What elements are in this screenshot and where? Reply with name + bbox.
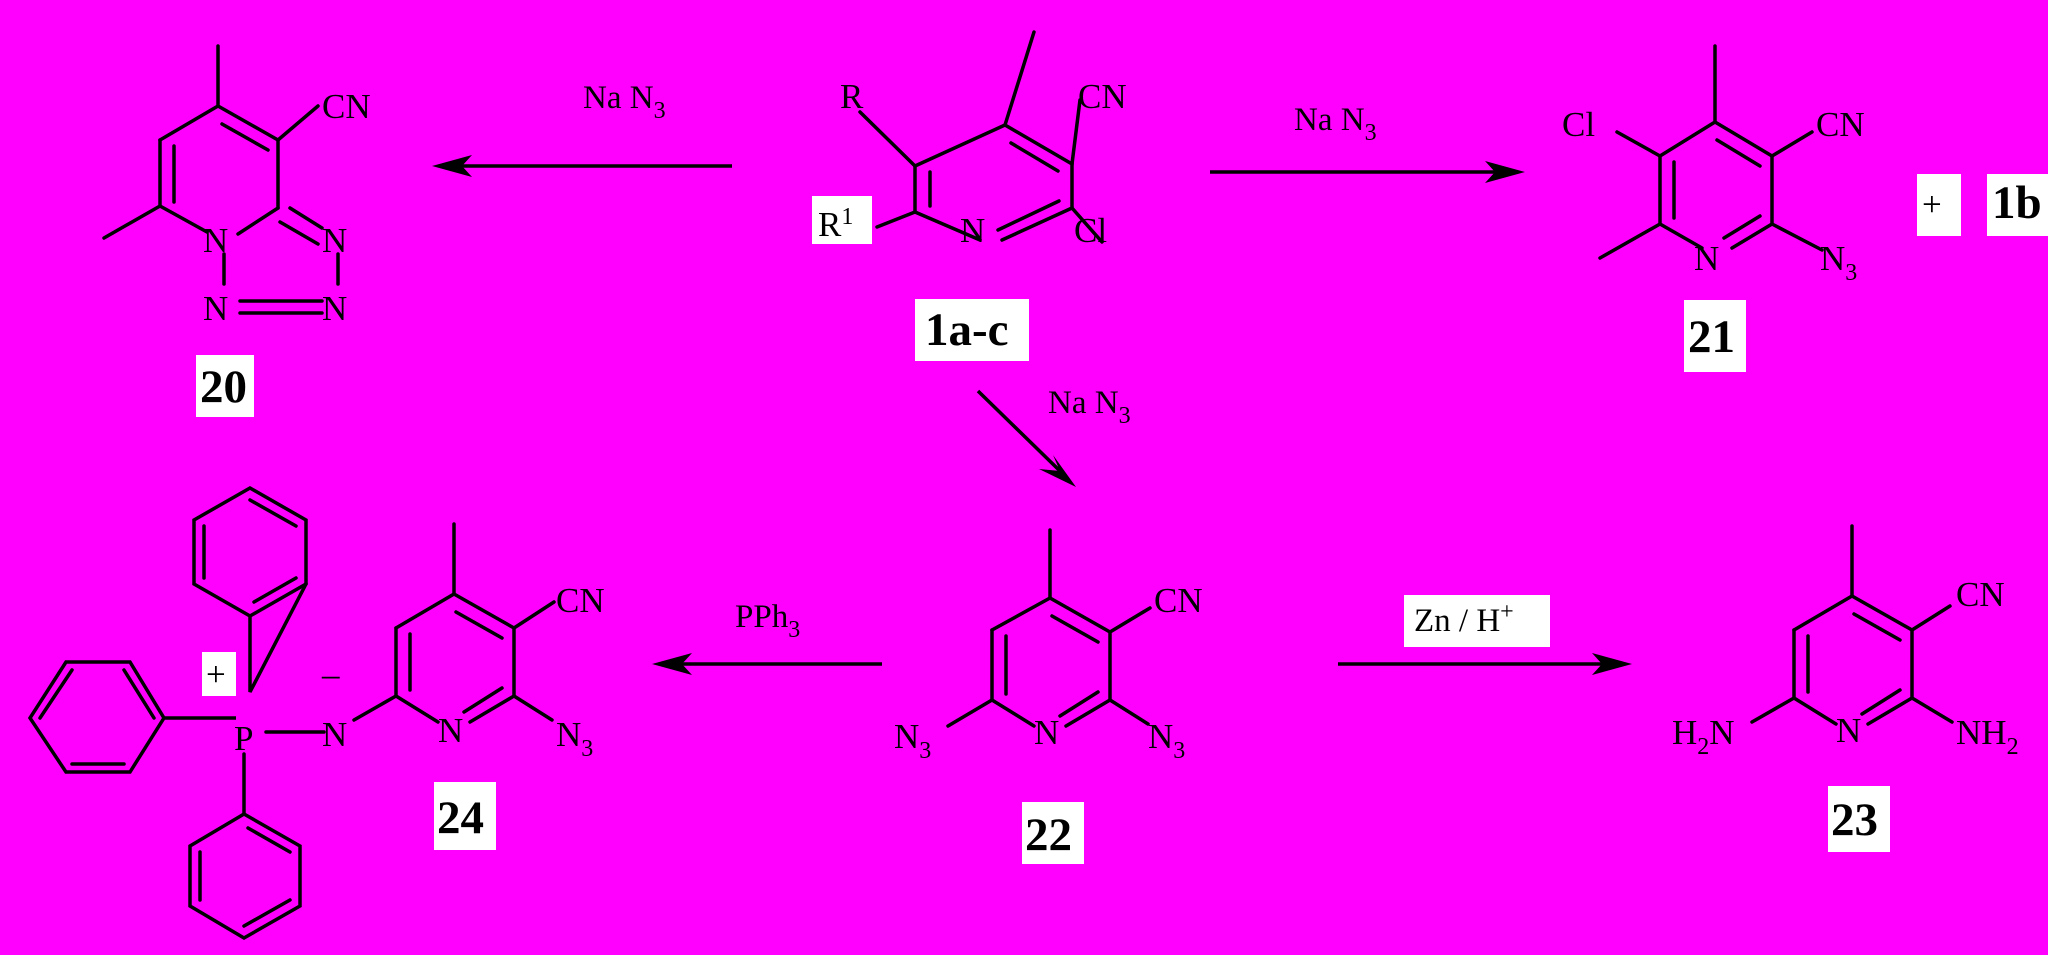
c20-n4: N xyxy=(322,289,347,328)
c20-label: 20 xyxy=(200,361,247,413)
c24-label-box xyxy=(434,782,496,850)
c1-n: N xyxy=(960,211,985,250)
c23-h2n: H2N xyxy=(1672,713,1735,760)
c22-n: N xyxy=(1034,713,1059,752)
plus-box xyxy=(1917,174,1961,236)
arrow-22-to-23 xyxy=(1338,653,1632,675)
c1-cn: CN xyxy=(1078,77,1127,116)
c22-n3-right: N3 xyxy=(1148,717,1185,764)
c24-cn: CN xyxy=(556,581,605,620)
c24-n3: N3 xyxy=(556,715,593,762)
reagent-nan3-down: Na N3 xyxy=(1048,385,1131,429)
reagent-pph3: PPh3 xyxy=(735,599,800,643)
c23-label-box xyxy=(1828,786,1890,852)
c20-n2: N xyxy=(322,221,347,260)
arrow-1-to-20 xyxy=(432,155,732,177)
c22-label: 22 xyxy=(1025,809,1072,861)
c24-label: 24 xyxy=(437,792,484,844)
c1-label-box xyxy=(915,299,1029,361)
reagent-nan3-left: Na N3 xyxy=(583,80,666,124)
compound-21: CN Cl N N3 21 + 1b xyxy=(1562,44,2048,372)
c23-label: 23 xyxy=(1831,794,1878,846)
compound-24: P N N CN N3 + – 24 xyxy=(27,485,605,941)
c24-n-ring: N xyxy=(438,711,463,750)
c1-r1-box xyxy=(812,196,872,244)
compound-22: CN N N3 N3 22 xyxy=(894,528,1203,864)
c20-cn: CN xyxy=(322,87,371,126)
c24-minus: – xyxy=(321,655,340,694)
c1-label: 1a-c xyxy=(925,304,1009,356)
c1-r: R xyxy=(840,77,864,116)
c24-plus-box xyxy=(202,652,236,696)
c21-n3: N3 xyxy=(1820,239,1857,286)
c1b-label: 1b xyxy=(1992,177,2042,229)
c20-n1: N xyxy=(203,221,228,260)
c20-n3: N xyxy=(203,289,228,328)
plus-sign: + xyxy=(1922,185,1942,224)
c23-n: N xyxy=(1836,711,1861,750)
reagent-zn-h: Zn / H+ xyxy=(1414,599,1514,639)
c23-cn: CN xyxy=(1956,575,2005,614)
c1-r1: R1 xyxy=(818,204,853,244)
c24-n-imine: N xyxy=(322,715,347,754)
c21-cn: CN xyxy=(1816,105,1865,144)
c20-label-box xyxy=(196,355,254,417)
arrow-1-to-22 xyxy=(976,389,1076,487)
c21-n: N xyxy=(1694,239,1719,278)
c21-cl: Cl xyxy=(1562,105,1595,144)
compound-1a-c: CN R N Cl R1 1a-c xyxy=(812,30,1127,361)
c24-plus: + xyxy=(206,655,226,694)
c21-label: 21 xyxy=(1688,311,1735,363)
c22-label-box xyxy=(1022,802,1084,864)
c1-cl: Cl xyxy=(1074,211,1107,250)
arrow-1-to-21 xyxy=(1210,161,1525,183)
reagent-zn-box xyxy=(1404,595,1550,647)
c24-p: P xyxy=(234,719,253,758)
c1b-label-box xyxy=(1987,174,2048,236)
reagent-nan3-right: Na N3 xyxy=(1294,102,1377,146)
c22-cn: CN xyxy=(1154,581,1203,620)
compound-20: CN N N N N 20 xyxy=(102,44,371,417)
compound-23: CN N NH2 H2N 23 xyxy=(1672,524,2019,852)
c21-label-box xyxy=(1684,300,1746,372)
arrow-22-to-24 xyxy=(652,653,882,675)
c22-n3-left: N3 xyxy=(894,717,931,764)
c23-nh2: NH2 xyxy=(1956,713,2019,760)
